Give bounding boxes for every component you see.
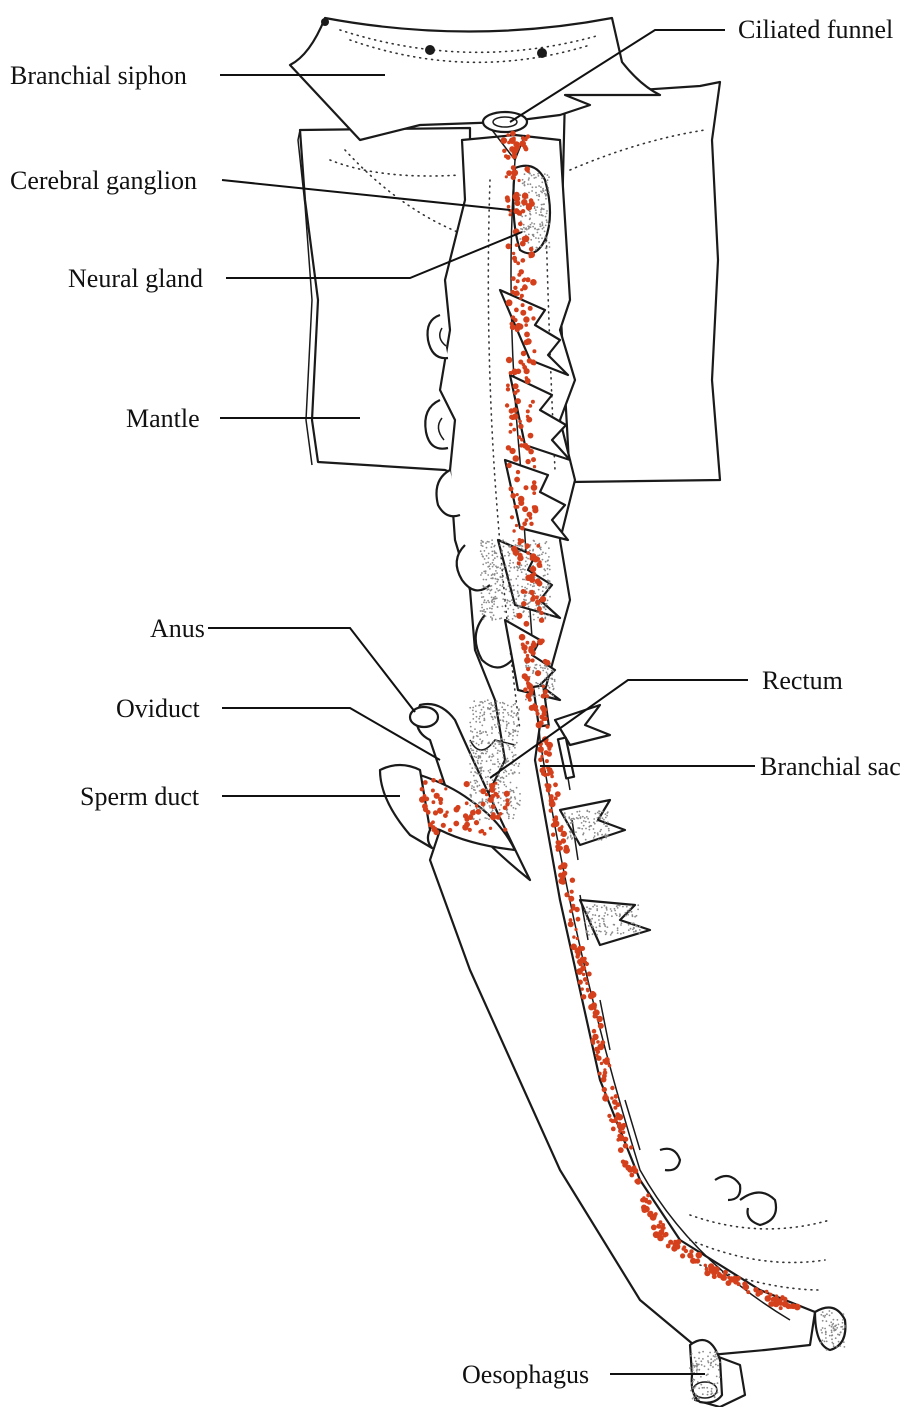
label-neural-gland: Neural gland [68,264,203,293]
label-oesophagus: Oesophagus [462,1360,589,1389]
label-branchial-sac: Branchial sac [760,752,901,781]
label-oviduct: Oviduct [116,694,201,723]
leader-oviduct [222,708,440,760]
label-branchial-siphon: Branchial siphon [10,61,187,90]
label-cerebral-ganglion: Cerebral ganglion [10,166,197,195]
label-ciliated-funnel: Ciliated funnel [738,15,893,44]
label-rectum: Rectum [762,666,843,695]
label-mantle: Mantle [126,404,200,433]
label-anus: Anus [150,614,205,643]
leader-anus [208,628,415,712]
label-sperm-duct: Sperm duct [80,782,200,811]
